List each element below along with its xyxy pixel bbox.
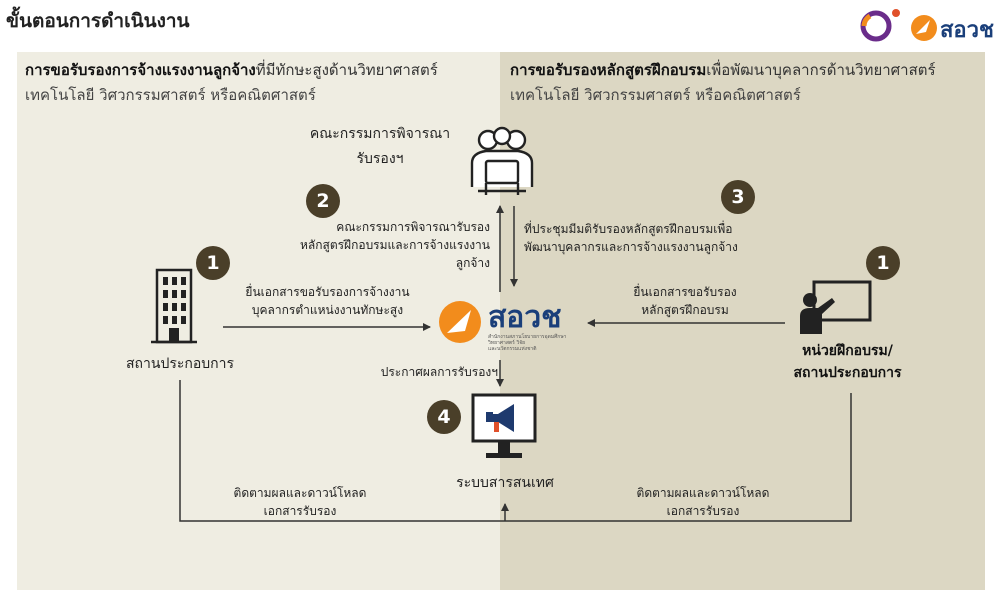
right-panel-title: การขอรับรองหลักสูตรฝึกอบรมเพื่อพัฒนาบุคล… — [510, 58, 980, 108]
right-track-line2: เอกสารรับรอง — [666, 504, 740, 518]
right-submit-line2: หลักสูตรฝึกอบรม — [641, 303, 729, 317]
left-submit-description: ยื่นเอกสารขอรับรองการจ้างงาน บุคลากรตำแห… — [225, 283, 430, 319]
step-badge-1-left: 1 — [196, 246, 230, 280]
header-logo: สอวช — [856, 4, 996, 50]
left-track-description: ติดตามผลและดาวน์โหลด เอกสารรับรอง — [225, 484, 375, 520]
center-sub3: และนวัตกรรมแห่งชาติ — [488, 346, 537, 352]
right-panel-title-rest: เพื่อพัฒนาบุคลากรด้านวิทยาศาสตร์ — [706, 61, 936, 79]
step3-description: ที่ประชุมมีมติรับรองหลักสูตรฝึกอบรมเพื่อ… — [524, 220, 764, 256]
center-logo-text: สอวช — [488, 300, 562, 335]
step3-line2: พัฒนาบุคลากรและการจ้างแรงงานลูกจ้าง — [524, 240, 738, 254]
step2-line2: หลักสูตรฝึกอบรมและการจ้างแรงงาน — [299, 238, 490, 252]
training-unit-line2: สถานประกอบการ — [793, 365, 902, 381]
right-panel-title-line2: เทคโนโลยี วิศวกรรมศาสตร์ หรือคณิตศาสตร์ — [510, 86, 801, 104]
step2-line1: คณะกรรมการพิจารณารับรอง — [336, 220, 490, 234]
left-panel-title-bold: การขอรับรองการจ้างแรงงานลูกจ้าง — [25, 61, 256, 79]
left-track-line2: เอกสารรับรอง — [263, 504, 337, 518]
building-icon — [151, 268, 197, 344]
committee-label-line1: คณะกรรมการพิจารณา — [309, 126, 451, 142]
right-panel — [500, 52, 985, 590]
left-track-line — [179, 380, 852, 522]
header-brand-text: สอวช — [940, 18, 994, 43]
committee-label: คณะกรรมการพิจารณา รับรองฯ — [295, 122, 465, 172]
page-title: ขั้นตอนการดำเนินงาน — [6, 10, 190, 32]
step2-line3: ลูกจ้าง — [455, 256, 490, 270]
step2-description: คณะกรรมการพิจารณารับรอง หลักสูตรฝึกอบรมแ… — [290, 218, 490, 272]
left-track-line1: ติดตามผลและดาวน์โหลด — [233, 486, 367, 500]
monitor-megaphone-icon — [471, 393, 537, 458]
left-panel-title-line2: เทคโนโลยี วิศวกรรมศาสตร์ หรือคณิตศาสตร์ — [25, 86, 316, 104]
center-sub1: สำนักงานสภานโยบายการอุดมศึกษา — [488, 334, 567, 340]
announce-label: ประกาศผลการรับรองฯ — [380, 365, 498, 379]
step-badge-4: 4 — [427, 400, 461, 434]
center-logo-mark-icon — [439, 301, 481, 343]
step-badge-1-right: 1 — [866, 246, 900, 280]
committee-people-icon — [470, 126, 534, 195]
right-track-description: ติดตามผลและดาวน์โหลด เอกสารรับรอง — [628, 484, 778, 520]
left-submit-line1: ยื่นเอกสารขอรับรองการจ้างงาน — [245, 285, 410, 299]
left-panel — [17, 52, 500, 590]
right-submit-line1: ยื่นเอกสารขอรับรอง — [633, 285, 737, 299]
left-panel-title: การขอรับรองการจ้างแรงงานลูกจ้างที่มีทักษ… — [25, 58, 495, 108]
right-track-line1: ติดตามผลและดาวน์โหลด — [636, 486, 770, 500]
step-badge-2: 2 — [306, 184, 340, 218]
left-submit-line2: บุคลากรตำแหน่งงานทักษะสูง — [251, 303, 404, 317]
center-sub2: วิทยาศาสตร์ วิจัย — [488, 340, 526, 346]
center-logo: สอวช สำนักงานสภานโยบายการอุดมศึกษา วิทยา… — [430, 290, 580, 362]
establishment-label: สถานประกอบการ — [125, 356, 234, 372]
left-panel-title-rest: ที่มีทักษะสูงด้านวิทยาศาสตร์ — [255, 61, 438, 79]
training-unit-label: หน่วยฝึกอบรม/ สถานประกอบการ — [775, 340, 920, 384]
step3-line1: ที่ประชุมมีมติรับรองหลักสูตรฝึกอบรมเพื่อ — [524, 222, 733, 236]
training-board-icon — [800, 280, 872, 334]
right-panel-title-bold: การขอรับรองหลักสูตรฝึกอบรม — [510, 61, 707, 79]
committee-label-line2: รับรองฯ — [356, 151, 404, 167]
center-logo-subtext: สำนักงานสภานโยบายการอุดมศึกษา วิทยาศาสตร… — [488, 334, 578, 352]
system-label: ระบบสารสนเทศ — [456, 475, 554, 491]
step-badge-3: 3 — [721, 180, 755, 214]
boi-logo-icon — [860, 9, 937, 42]
training-unit-line1: หน่วยฝึกอบรม/ — [802, 343, 893, 359]
right-submit-description: ยื่นเอกสารขอรับรอง หลักสูตรฝึกอบรม — [610, 283, 760, 319]
